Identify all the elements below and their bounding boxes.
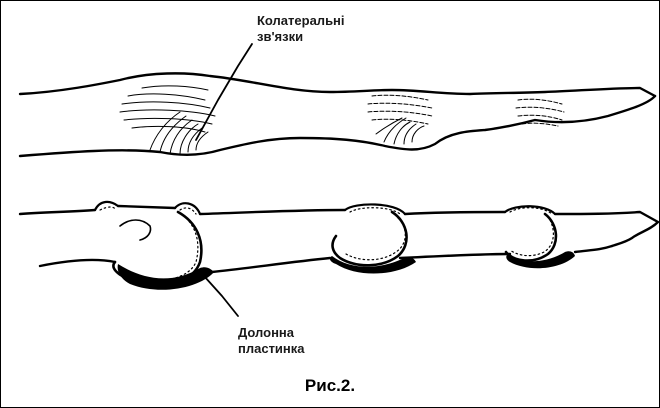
ligament-hatching-mcp xyxy=(120,86,215,154)
label-collateral-ligaments: Колатеральні зв'язки xyxy=(257,13,345,45)
palmar-plate-mcp xyxy=(118,264,214,290)
finger-outline-top xyxy=(20,73,655,156)
joint-dip xyxy=(505,206,575,268)
ligament-hatching-pip xyxy=(368,95,432,144)
leader-line-collateral xyxy=(196,44,252,140)
label-collateral-line-1: Колатеральні xyxy=(257,13,345,29)
label-palmar-line-1: Долонна xyxy=(238,325,305,341)
joint-pip xyxy=(330,204,416,273)
label-palmar-line-2: пластинка xyxy=(238,341,305,357)
joint-mcp xyxy=(95,202,214,290)
figure-caption: Рис.2. xyxy=(0,376,660,396)
label-collateral-line-2: зв'язки xyxy=(257,29,345,45)
leader-line-palmar xyxy=(204,276,238,316)
label-palmar-plate: Долонна пластинка xyxy=(238,325,305,357)
